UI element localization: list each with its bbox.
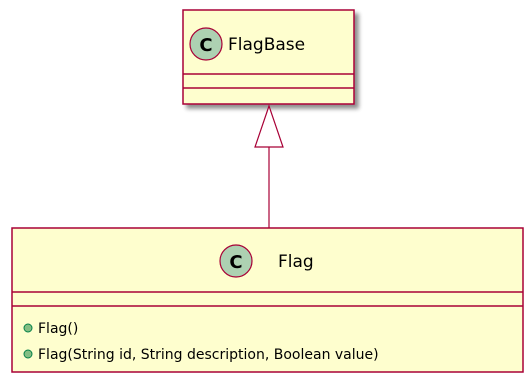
inheritance-arrowhead-icon xyxy=(254,104,284,148)
class-flag[interactable]: C Flag Flag() Flag(String id, String des… xyxy=(11,227,524,373)
class-badge-letter: C xyxy=(229,252,242,273)
class-badge-icon xyxy=(219,244,253,278)
class-badge-icon xyxy=(189,27,223,61)
inheritance-arrow xyxy=(254,104,284,228)
public-method-icon xyxy=(23,349,33,359)
method-flag-constructor-args: Flag(String id, String description, Bool… xyxy=(38,347,379,363)
class-flagbase[interactable]: C FlagBase xyxy=(182,9,355,105)
class-flagbase-name: FlagBase xyxy=(228,35,305,55)
method-flag-constructor: Flag() xyxy=(38,321,78,337)
class-flag-name: Flag xyxy=(278,252,314,272)
class-flag-box xyxy=(11,227,524,373)
class-badge-letter: C xyxy=(199,35,212,56)
public-method-icon xyxy=(23,323,33,333)
